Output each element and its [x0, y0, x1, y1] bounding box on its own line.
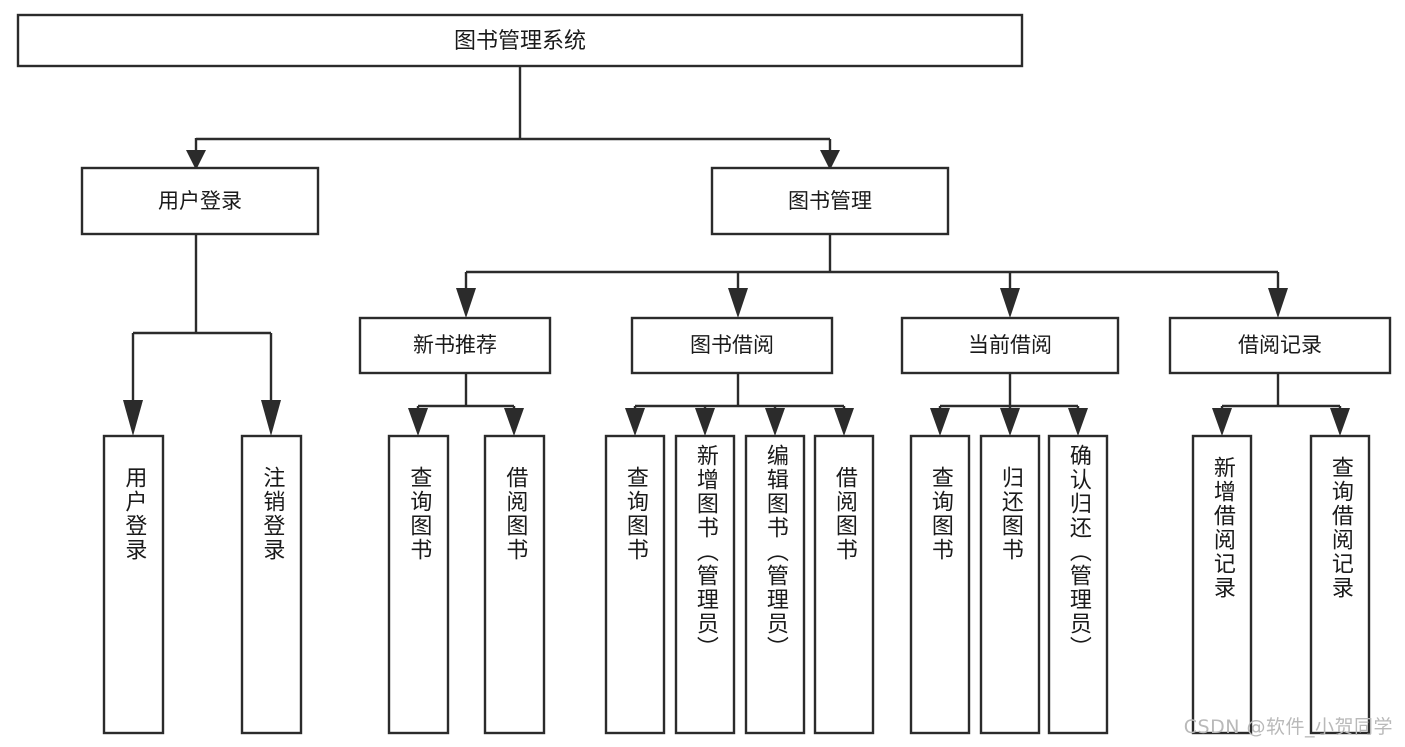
node-leaf-12[interactable] — [1191, 434, 1253, 735]
node-leaf-3[interactable] — [387, 434, 450, 735]
connectors-layer — [123, 66, 1350, 436]
arrow-to-user-login — [186, 150, 206, 170]
arrow-to-leaf-11 — [1068, 408, 1088, 436]
node-root-label: 图书管理系统 — [454, 29, 586, 54]
arrow-to-leaf-5 — [625, 408, 645, 436]
node-borrow-record[interactable]: 借阅记录 — [1168, 316, 1392, 375]
node-leaf-4[interactable] — [483, 434, 546, 735]
node-leaf-7[interactable] — [744, 434, 806, 735]
node-leaf-11[interactable] — [1047, 434, 1109, 735]
arrow-to-leaf-10 — [1000, 408, 1020, 436]
node-root[interactable]: 图书管理系统 — [16, 13, 1024, 68]
node-current-borrow[interactable]: 当前借阅 — [900, 316, 1120, 375]
arrow-to-leaf-2 — [261, 400, 281, 436]
arrow-to-leaf-3 — [408, 408, 428, 436]
node-leaf-2[interactable] — [240, 434, 303, 735]
node-borrow-record-label: 借阅记录 — [1238, 333, 1322, 357]
node-book-manage-label: 图书管理 — [788, 189, 872, 213]
arrow-to-current-borrow — [1000, 288, 1020, 318]
arrow-to-leaf-13 — [1330, 408, 1350, 436]
node-leaf-13[interactable] — [1309, 434, 1371, 735]
arrow-to-book-manage — [820, 150, 840, 170]
arrow-to-new-book-rec — [456, 288, 476, 318]
arrow-to-leaf-4 — [504, 408, 524, 436]
node-user-login[interactable]: 用户登录 — [80, 166, 320, 236]
node-user-login-label: 用户登录 — [158, 189, 242, 213]
arrow-to-leaf-1 — [123, 400, 143, 436]
arrow-to-leaf-6 — [695, 408, 715, 436]
node-leaf-1[interactable] — [102, 434, 165, 735]
node-leaf-5[interactable] — [604, 434, 666, 735]
arrow-to-leaf-8 — [834, 408, 854, 436]
csdn-watermark: CSDN @软件_小贺同学 — [1183, 716, 1393, 738]
node-current-borrow-label: 当前借阅 — [968, 333, 1052, 357]
arrow-to-borrow-record — [1268, 288, 1288, 318]
node-leaf-9[interactable] — [909, 434, 971, 735]
node-book-manage[interactable]: 图书管理 — [710, 166, 950, 236]
node-new-book-rec-label: 新书推荐 — [413, 333, 497, 357]
node-leaf-10[interactable] — [979, 434, 1041, 735]
leaf-boxes-layer — [102, 434, 1371, 735]
node-new-book-rec[interactable]: 新书推荐 — [358, 316, 552, 375]
arrow-to-leaf-12 — [1212, 408, 1232, 436]
arrow-to-book-borrow — [728, 288, 748, 318]
node-book-borrow-label: 图书借阅 — [690, 333, 774, 357]
node-leaf-6[interactable] — [674, 434, 736, 735]
arrow-to-leaf-9 — [930, 408, 950, 436]
arrow-to-leaf-7 — [765, 408, 785, 436]
node-book-borrow[interactable]: 图书借阅 — [630, 316, 834, 375]
node-leaf-8[interactable] — [813, 434, 875, 735]
